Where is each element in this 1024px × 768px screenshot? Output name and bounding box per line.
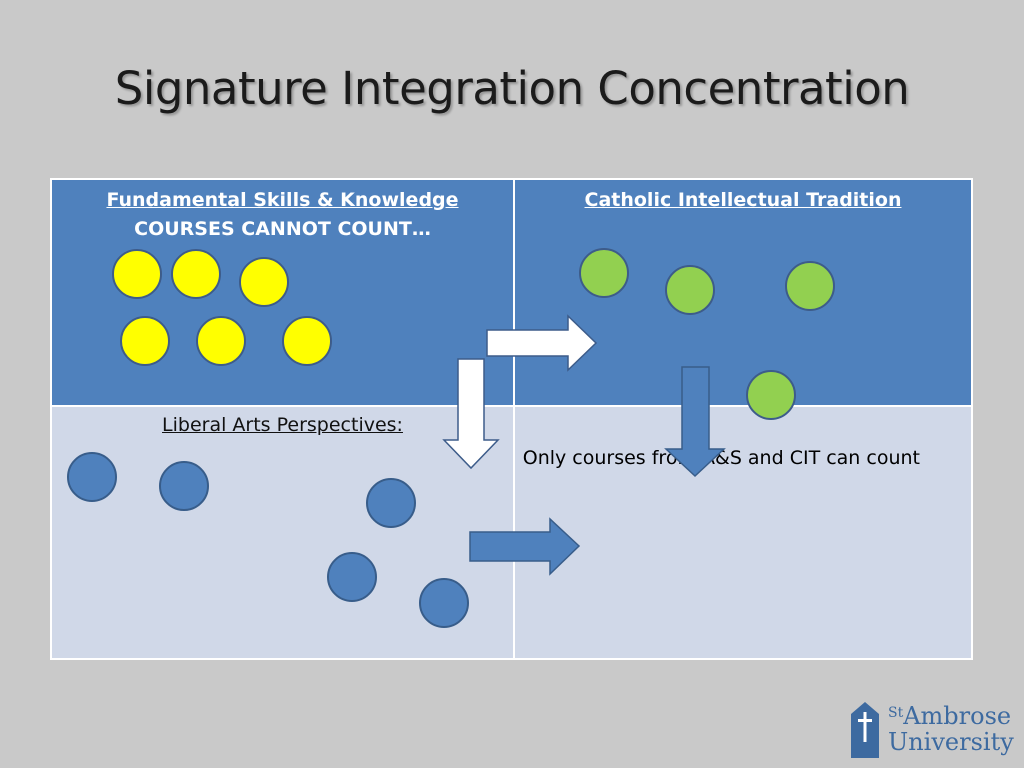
logo-st: St — [888, 705, 904, 721]
cell-catholic-tradition: Catholic Intellectual Tradition — [513, 180, 971, 405]
arrow-right-blue — [469, 517, 581, 576]
cell-heading-catholic: Catholic Intellectual Tradition — [515, 186, 971, 215]
green-course-dot — [579, 248, 629, 298]
logo-wordmark: StAmbrose University — [888, 700, 1014, 755]
yellow-course-dot — [120, 316, 170, 366]
yellow-course-dot — [282, 316, 332, 366]
yellow-course-dot — [171, 249, 221, 299]
blue-course-dot — [327, 552, 377, 602]
liberal-heading: Liberal Arts Perspectives: — [162, 414, 403, 436]
blue-course-dot — [366, 478, 416, 528]
arrow-right-white — [486, 314, 598, 372]
yellow-course-dot — [112, 249, 162, 299]
fundamental-heading: Fundamental Skills & Knowledge — [106, 189, 459, 211]
cell-combined — [513, 405, 971, 658]
cross-steeple-icon — [851, 702, 879, 758]
concentration-grid: Fundamental Skills & Knowledge COURSES C… — [50, 178, 973, 660]
green-course-dot — [746, 370, 796, 420]
green-course-dot — [785, 261, 835, 311]
logo-ambrose: Ambrose — [903, 702, 1012, 730]
fundamental-subheading: COURSES CANNOT COUNT… — [134, 218, 431, 240]
blue-course-dot — [419, 578, 469, 628]
logo-university: University — [888, 728, 1014, 756]
yellow-course-dot — [196, 316, 246, 366]
arrow-down-blue — [664, 366, 726, 478]
yellow-course-dot — [239, 257, 289, 307]
green-course-dot — [665, 265, 715, 315]
arrow-down-white — [442, 358, 500, 470]
blue-course-dot — [67, 452, 117, 502]
blue-course-dot — [159, 461, 209, 511]
combined-note: Only courses from A&S and CIT can count — [522, 447, 920, 469]
university-logo: StAmbrose University — [848, 700, 1024, 760]
slide-title: Signature Integration Concentration — [114, 62, 910, 115]
cell-heading-fundamental: Fundamental Skills & Knowledge COURSES C… — [52, 186, 513, 244]
catholic-heading: Catholic Intellectual Tradition — [584, 189, 902, 211]
cell-heading-liberal: Liberal Arts Perspectives: — [52, 411, 513, 440]
